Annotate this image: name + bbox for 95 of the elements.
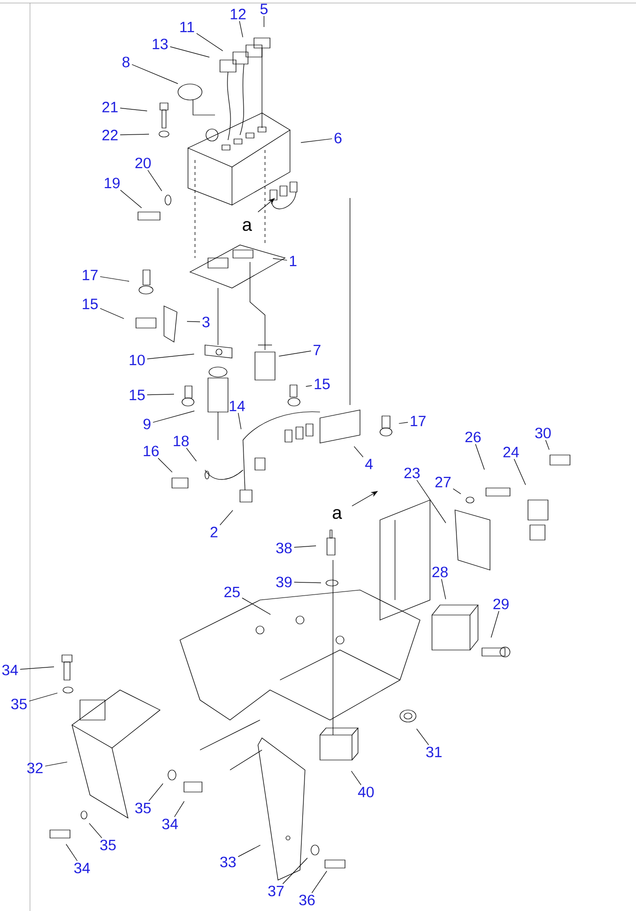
- leader-line: [147, 170, 162, 192]
- callout-number: 34: [162, 818, 178, 830]
- callout-number: 7: [314, 344, 320, 356]
- leader-line: [100, 308, 124, 319]
- leader-line: [278, 350, 312, 356]
- callout-number: 18: [174, 436, 189, 446]
- reference-letter: a: [332, 509, 342, 519]
- callout-number: 5: [260, 4, 268, 14]
- leader-line: [354, 446, 364, 458]
- leader-line: [282, 858, 308, 884]
- leader-line: [238, 844, 261, 857]
- callout-number: 15: [130, 390, 145, 400]
- callout-number: 4: [365, 458, 373, 470]
- leader-line: [170, 46, 210, 58]
- callout-number: 8: [122, 56, 130, 68]
- leader-line: [120, 134, 150, 136]
- leader-line: [174, 801, 184, 818]
- callout-number: 39: [276, 576, 292, 588]
- leader-line: [416, 480, 446, 524]
- leader-line: [20, 666, 54, 670]
- leader-line: [351, 770, 362, 786]
- leader-line: [238, 412, 242, 430]
- callout-number: 15: [314, 378, 330, 390]
- leader-line: [120, 108, 148, 112]
- callout-number: 2: [210, 526, 218, 538]
- leader-line: [514, 458, 526, 486]
- leader-line: [146, 354, 194, 360]
- callout-number: 16: [144, 446, 159, 456]
- leader-line: [306, 385, 312, 387]
- callout-number: 30: [535, 428, 551, 438]
- leader-line: [148, 783, 164, 802]
- leader-line: [490, 610, 500, 638]
- leader-line: [186, 321, 200, 322]
- leader-line: [545, 440, 550, 450]
- leader-line: [146, 394, 174, 396]
- callout-number: 15: [82, 298, 98, 310]
- callout-number: 26: [465, 432, 481, 442]
- callout-number: 19: [104, 178, 120, 188]
- leader-line: [300, 138, 332, 143]
- callout-number: 1: [290, 256, 296, 266]
- callout-number: 31: [426, 746, 442, 758]
- leader-line: [120, 190, 142, 208]
- leader-line: [452, 488, 462, 494]
- callout-number: 34: [74, 862, 90, 874]
- callout-number: 11: [180, 22, 194, 32]
- callout-number: 21: [102, 102, 118, 112]
- leader-line: [28, 692, 58, 702]
- leader-line: [398, 422, 408, 424]
- leader-line: [312, 870, 328, 894]
- leader-line: [66, 844, 78, 862]
- leader-line: [242, 598, 271, 615]
- callout-number: 9: [144, 418, 150, 430]
- leader-line: [416, 728, 429, 746]
- leader-line: [239, 20, 244, 38]
- callout-number: 33: [220, 856, 236, 868]
- leader-line: [196, 33, 224, 52]
- callout-number: 35: [100, 840, 116, 850]
- leader-line: [186, 448, 197, 462]
- callout-number: 6: [334, 132, 342, 144]
- callout-number: 24: [503, 446, 519, 458]
- callout-number: 36: [299, 894, 315, 906]
- callout-number: 17: [410, 416, 426, 426]
- reference-letter: a: [242, 221, 252, 231]
- leader-line: [272, 258, 288, 261]
- callout-number: 3: [202, 316, 210, 328]
- callout-number: 40: [358, 786, 374, 798]
- leader-line: [294, 546, 316, 548]
- callout-number: 25: [224, 586, 240, 598]
- callout-number: 37: [268, 886, 284, 896]
- callout-number: 17: [82, 270, 98, 280]
- callout-number: 34: [2, 664, 18, 676]
- callout-number: 23: [404, 468, 420, 478]
- leader-line: [152, 410, 195, 423]
- callout-number: 35: [135, 802, 151, 814]
- callout-number: 32: [27, 762, 43, 774]
- leader-line: [475, 444, 485, 470]
- callout-number: 38: [276, 542, 292, 554]
- leader-line: [220, 510, 234, 526]
- callout-number: 29: [493, 598, 509, 610]
- callout-number: 27: [435, 476, 451, 488]
- leader-line: [132, 64, 178, 84]
- callout-number: 35: [11, 698, 27, 710]
- leader-line: [100, 276, 130, 282]
- leader-line: [441, 578, 446, 600]
- leader-line: [88, 823, 102, 838]
- callout-number: 13: [152, 38, 168, 50]
- callout-number: 10: [130, 354, 145, 366]
- leader-line: [158, 458, 172, 472]
- callout-number: 12: [230, 8, 246, 20]
- callout-number: 28: [432, 566, 448, 578]
- callout-number: 20: [135, 158, 151, 168]
- leader-line: [294, 582, 322, 584]
- callout-number: 14: [230, 400, 245, 412]
- leader-line: [44, 762, 68, 766]
- callout-number: 22: [102, 130, 118, 140]
